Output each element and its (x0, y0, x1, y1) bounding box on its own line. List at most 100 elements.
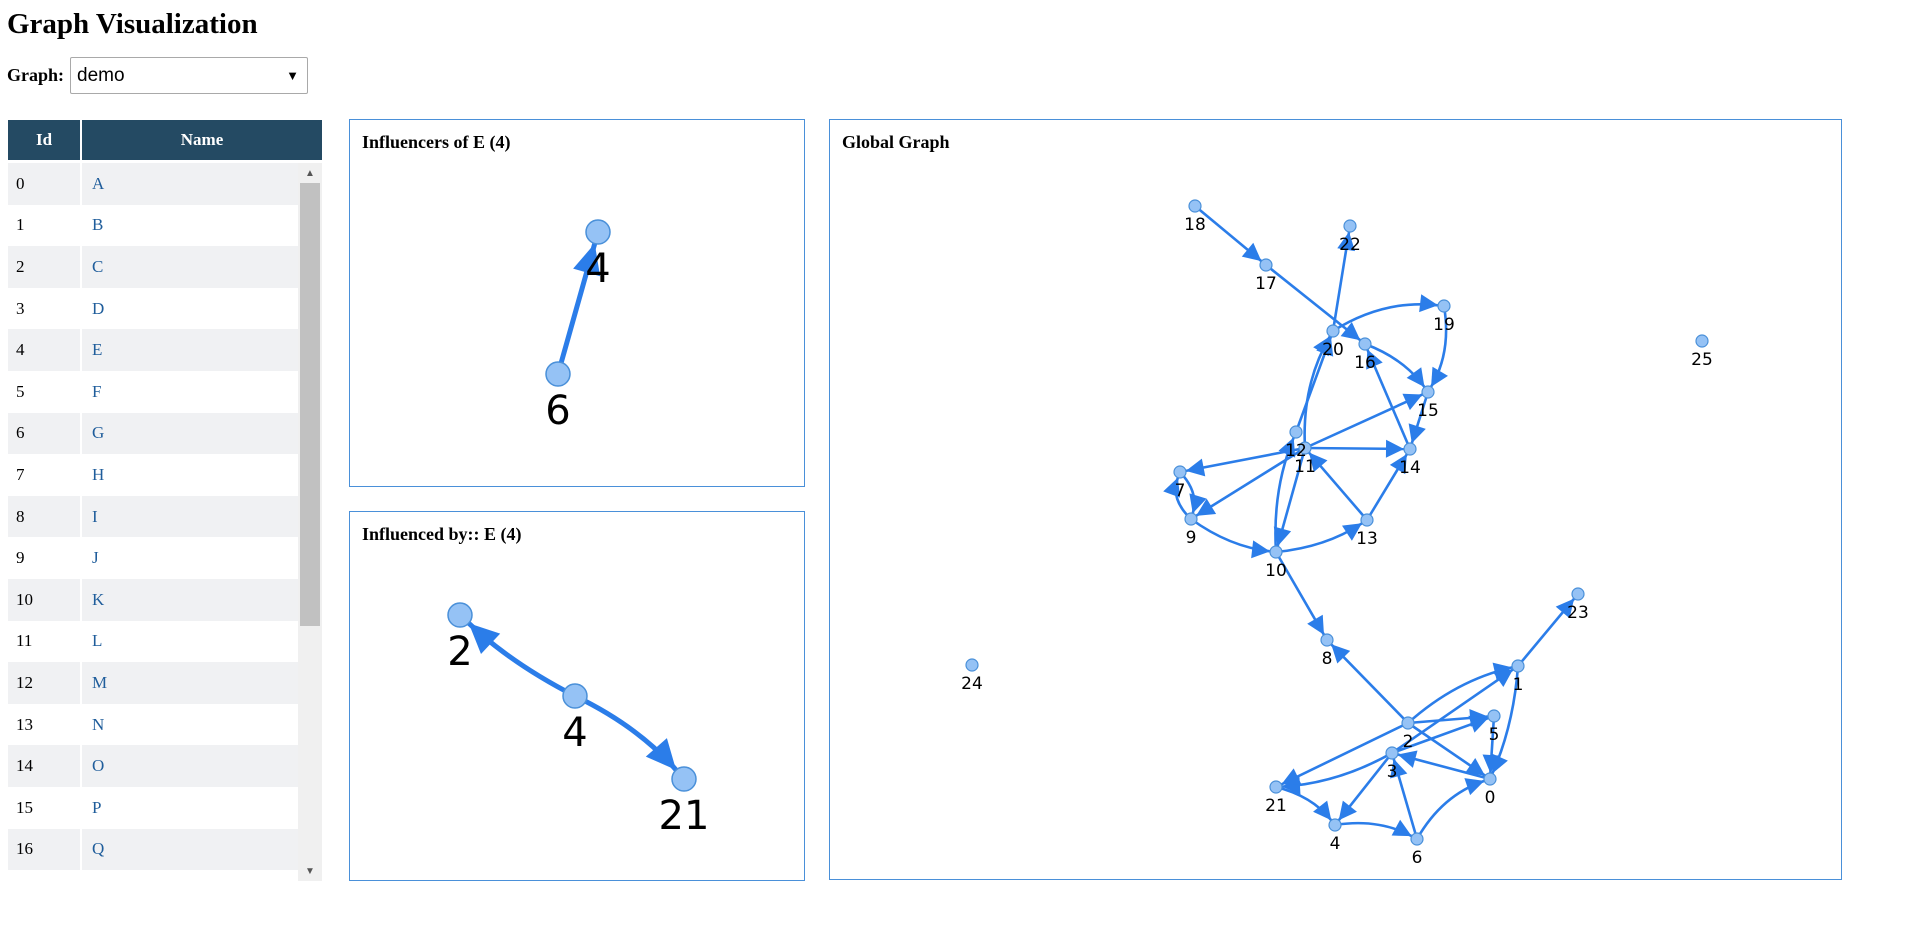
graph-node-20[interactable] (1326, 324, 1340, 338)
graph-node-16[interactable] (1358, 337, 1372, 351)
graph-select-label: Graph: (7, 65, 65, 85)
edge-arrowhead (573, 243, 601, 277)
graph-node-7[interactable] (1173, 465, 1187, 479)
graph-node-24[interactable] (965, 658, 979, 672)
graph-node-label: 13 (1356, 529, 1378, 549)
cell-name-link[interactable]: M (92, 672, 108, 692)
graph-node-18[interactable] (1188, 199, 1202, 213)
scroll-thumb[interactable] (300, 183, 320, 626)
cell-id: 10 (8, 578, 82, 621)
edge-arrowhead (1337, 231, 1356, 252)
graph-node-4[interactable] (585, 219, 611, 245)
cell-name-link[interactable]: N (92, 714, 105, 734)
cell-id: 8 (8, 495, 82, 538)
global-graph[interactable]: 0123456789101112131415161718192021222324… (830, 120, 1843, 881)
cell-name-link[interactable]: C (92, 256, 104, 276)
graph-node-label: 12 (1285, 441, 1307, 461)
edge-arrowhead (1389, 454, 1407, 475)
cell-name-link[interactable]: G (92, 423, 105, 443)
graph-node-21[interactable] (1269, 780, 1283, 794)
edge-arrowhead (1397, 750, 1418, 768)
graph-node-14[interactable] (1403, 442, 1417, 456)
graph-node-6[interactable] (545, 361, 571, 387)
graph-select-row: Graph: demo ▼ (7, 57, 309, 94)
graph-node-22[interactable] (1343, 219, 1357, 233)
cell-name-link[interactable]: K (92, 589, 105, 609)
graph-node-0[interactable] (1483, 772, 1497, 786)
graph-node-label: 5 (1489, 725, 1500, 745)
graph-node-19[interactable] (1437, 299, 1451, 313)
graph-select[interactable]: demo ▼ (70, 57, 309, 94)
cell-name-link[interactable]: P (92, 797, 102, 817)
graph-node-12[interactable] (1289, 425, 1303, 439)
cell-name-link[interactable]: E (92, 340, 103, 360)
table-row[interactable]: 16 Q (8, 828, 298, 871)
graph-node-23[interactable] (1571, 587, 1585, 601)
scroll-up-arrow-icon[interactable]: ▲ (305, 167, 315, 179)
cell-name-link[interactable]: O (92, 756, 105, 776)
cell-name-link[interactable]: J (92, 548, 99, 568)
graph-node-21[interactable] (671, 766, 697, 792)
graph-node-label: 2 (1403, 732, 1414, 752)
graph-node-9[interactable] (1184, 512, 1198, 526)
edge-arrowhead (1366, 349, 1383, 370)
graph-node-4[interactable] (562, 683, 588, 709)
cell-id: 1 (8, 204, 82, 247)
cell-name-link[interactable]: L (92, 631, 103, 651)
graph-node-label: 4 (562, 710, 587, 756)
graph-node-25[interactable] (1695, 334, 1709, 348)
cell-name-link[interactable]: H (92, 464, 105, 484)
cell-name-link[interactable]: I (92, 506, 98, 526)
table-row[interactable]: 10 K (8, 578, 298, 621)
cell-id: 16 (8, 828, 82, 871)
graph-node-6[interactable] (1410, 832, 1424, 846)
graph-node-1[interactable] (1511, 659, 1525, 673)
graph-node-label: 21 (1265, 796, 1287, 816)
column-header-id[interactable]: Id (8, 120, 82, 160)
graph-node-label: 11 (1294, 457, 1316, 477)
graph-node-11[interactable] (1298, 441, 1312, 455)
graph-node-13[interactable] (1360, 513, 1374, 527)
graph-node-3[interactable] (1385, 746, 1399, 760)
table-scrollbar[interactable]: ▲ ▼ (298, 163, 322, 881)
scroll-down-arrow-icon[interactable]: ▼ (305, 865, 315, 877)
table-row[interactable]: 14 O (8, 745, 298, 787)
graph-node-label: 17 (1255, 274, 1277, 294)
column-header-name[interactable]: Name (82, 120, 322, 160)
graph-node-10[interactable] (1269, 545, 1283, 559)
graph-node-2[interactable] (447, 602, 473, 628)
graph-node-2[interactable] (1401, 716, 1415, 730)
graph-node-15[interactable] (1421, 385, 1435, 399)
cell-id: 14 (8, 745, 82, 787)
cell-name-link[interactable]: D (92, 298, 105, 318)
graph-node-17[interactable] (1259, 258, 1273, 272)
edge-arrowhead (1555, 598, 1575, 619)
cell-name-link[interactable]: B (92, 215, 104, 235)
influencers-graph[interactable]: 46 (350, 120, 806, 488)
graph-node-4[interactable] (1328, 818, 1342, 832)
graph-node-5[interactable] (1487, 709, 1501, 723)
edge-arrowhead (1278, 437, 1296, 458)
graph-node-label: 2 (447, 629, 472, 675)
cell-name-link[interactable]: Q (92, 839, 105, 859)
cell-name-link[interactable]: A (92, 173, 105, 193)
graph-node-8[interactable] (1320, 633, 1334, 647)
cell-name-link[interactable]: F (92, 381, 102, 401)
